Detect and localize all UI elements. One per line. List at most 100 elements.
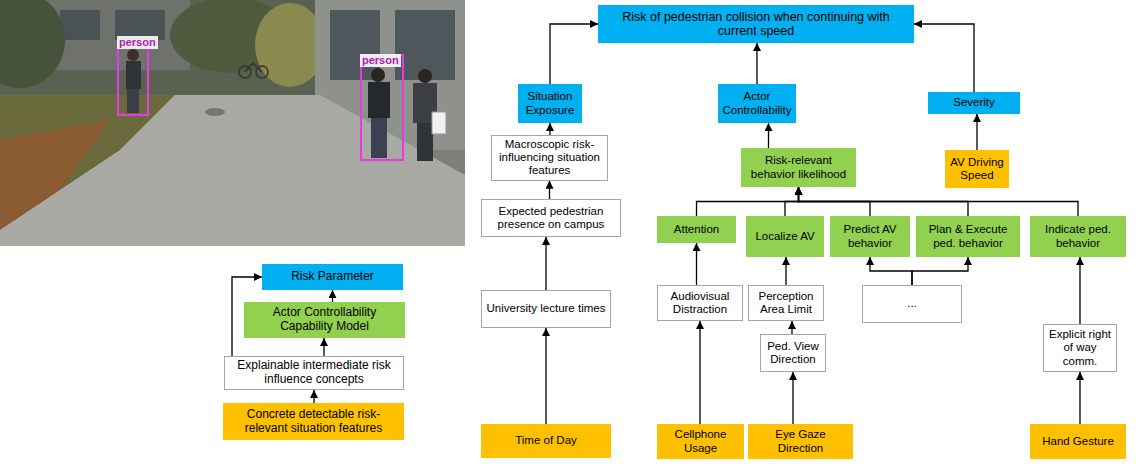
node-text: Ped. View Direction — [765, 340, 821, 366]
arrow-connector — [914, 24, 974, 92]
feature-box: AV Driving Speed — [945, 150, 1009, 188]
node-text: University lecture times — [487, 302, 606, 315]
arrow-connector — [323, 338, 324, 356]
person-body — [368, 82, 390, 118]
node-text: Time of Day — [515, 434, 577, 447]
feature-box: Cellphone Usage — [657, 424, 744, 459]
person-head — [418, 69, 432, 83]
concept-box: Expected pedestrian presence on campus — [481, 199, 621, 237]
concept-box: Explicit right of way comm. — [1043, 324, 1117, 372]
window — [60, 10, 100, 40]
arrow-connector — [545, 237, 546, 290]
arrow-connector — [696, 243, 697, 285]
arrow-connector — [912, 257, 968, 285]
risk-parameter-box: Risk of pedestrian collision when contin… — [598, 5, 914, 43]
arrow-connector — [976, 114, 977, 150]
concept-box: University lecture times — [481, 290, 611, 328]
capability-box: Localize AV — [746, 216, 824, 257]
tree — [0, 0, 65, 88]
feature-box: Time of Day — [481, 424, 611, 458]
node-text: Explainable intermediate risk influence … — [229, 359, 399, 387]
node-text: AV Driving Speed — [950, 156, 1004, 182]
arrow-connector — [791, 321, 792, 334]
arrow-connector — [785, 257, 786, 285]
campus-photo — [0, 0, 465, 246]
node-text: Plan & Execute ped. behavior — [921, 223, 1015, 249]
risk-parameter-box: Actor Controllability — [718, 84, 796, 123]
arrow-connector — [550, 24, 598, 84]
node-text: Attention — [674, 223, 719, 236]
node-text: Predict AV behavior — [835, 223, 905, 249]
risk-parameter-box: Severity — [928, 92, 1020, 114]
arrow-connector — [549, 181, 550, 199]
manhole — [205, 108, 225, 116]
detection-label: person — [117, 36, 158, 49]
detection-label: person — [360, 54, 401, 67]
feature-box: Concrete detectable risk-relevant situat… — [223, 403, 404, 440]
person-legs — [371, 118, 387, 158]
node-text: Hand Gesture — [1042, 435, 1114, 448]
node-text: Indicate ped. behavior — [1035, 223, 1121, 249]
node-text: Localize AV — [755, 230, 814, 243]
arrow-connector — [332, 290, 333, 302]
arrow-connector — [799, 187, 1079, 216]
node-text: Risk of pedestrian collision when contin… — [603, 10, 909, 39]
concept-box: Explainable intermediate risk influence … — [224, 356, 404, 390]
arrow-connector — [1079, 257, 1080, 324]
node-text: Concrete detectable risk-relevant situat… — [228, 408, 399, 436]
node-text: Risk-relevant behavior likelihood — [746, 154, 851, 180]
arrow-connector — [699, 321, 700, 424]
node-text: Perception Area Limit — [753, 290, 819, 316]
node-text: Expected pedestrian presence on campus — [486, 205, 616, 231]
person-legs — [417, 123, 433, 161]
arrow-connector — [1079, 372, 1080, 424]
paved-path — [0, 95, 465, 246]
node-text: Severity — [953, 96, 995, 109]
concept-box: Perception Area Limit — [748, 285, 824, 321]
bicycle — [239, 63, 268, 78]
capability-box: Risk-relevant behavior likelihood — [741, 148, 856, 187]
arrow-connector — [870, 257, 912, 285]
window — [330, 10, 380, 80]
risk-parameter-box: Risk Parameter — [262, 264, 403, 290]
arrow-connector — [792, 372, 793, 424]
node-text: Actor Controllability Capability Model — [249, 306, 400, 334]
frame — [245, 63, 262, 72]
arrow-connector — [313, 390, 314, 403]
node-text: Actor Controllability — [722, 90, 791, 116]
feature-box: Eye Gaze Direction — [748, 424, 853, 459]
arrow-connector — [697, 187, 799, 216]
risk-parameter-box: Situation Exposure — [518, 84, 582, 123]
concept-box: Audiovisual Distraction — [657, 285, 743, 321]
person-head — [127, 49, 139, 61]
capability-box: Attention — [657, 216, 736, 243]
arrow-connector — [756, 43, 757, 84]
tote-bag — [432, 112, 446, 134]
node-text: Explicit right of way comm. — [1048, 328, 1112, 368]
node-text: Audiovisual Distraction — [662, 290, 738, 316]
arrow-connector — [768, 123, 769, 148]
node-text: Cellphone Usage — [662, 428, 739, 454]
feature-box: Hand Gesture — [1030, 424, 1126, 459]
capability-box: Indicate ped. behavior — [1030, 216, 1126, 257]
arrow-connector — [785, 187, 799, 216]
capability-box: Plan & Execute ped. behavior — [916, 216, 1020, 257]
tree — [255, 3, 325, 87]
concept-box: Ped. View Direction — [760, 334, 826, 372]
node-text: Situation Exposure — [523, 90, 577, 116]
person-legs — [127, 89, 139, 113]
detection-box — [361, 55, 403, 160]
capability-box: Predict AV behavior — [830, 216, 910, 257]
node-text: Macroscopic risk-influencing situation f… — [496, 138, 603, 178]
concept-box: Macroscopic risk-influencing situation f… — [491, 135, 608, 181]
node-text: Eye Gaze Direction — [753, 428, 848, 454]
person-body — [126, 61, 141, 89]
concept-box: ... — [862, 285, 962, 323]
detection-box — [118, 42, 148, 115]
arrow-connector — [545, 328, 546, 424]
person-head — [371, 68, 385, 82]
arrow-connector — [549, 123, 550, 135]
node-text: Risk Parameter — [291, 270, 374, 284]
node-text: ... — [907, 297, 917, 310]
